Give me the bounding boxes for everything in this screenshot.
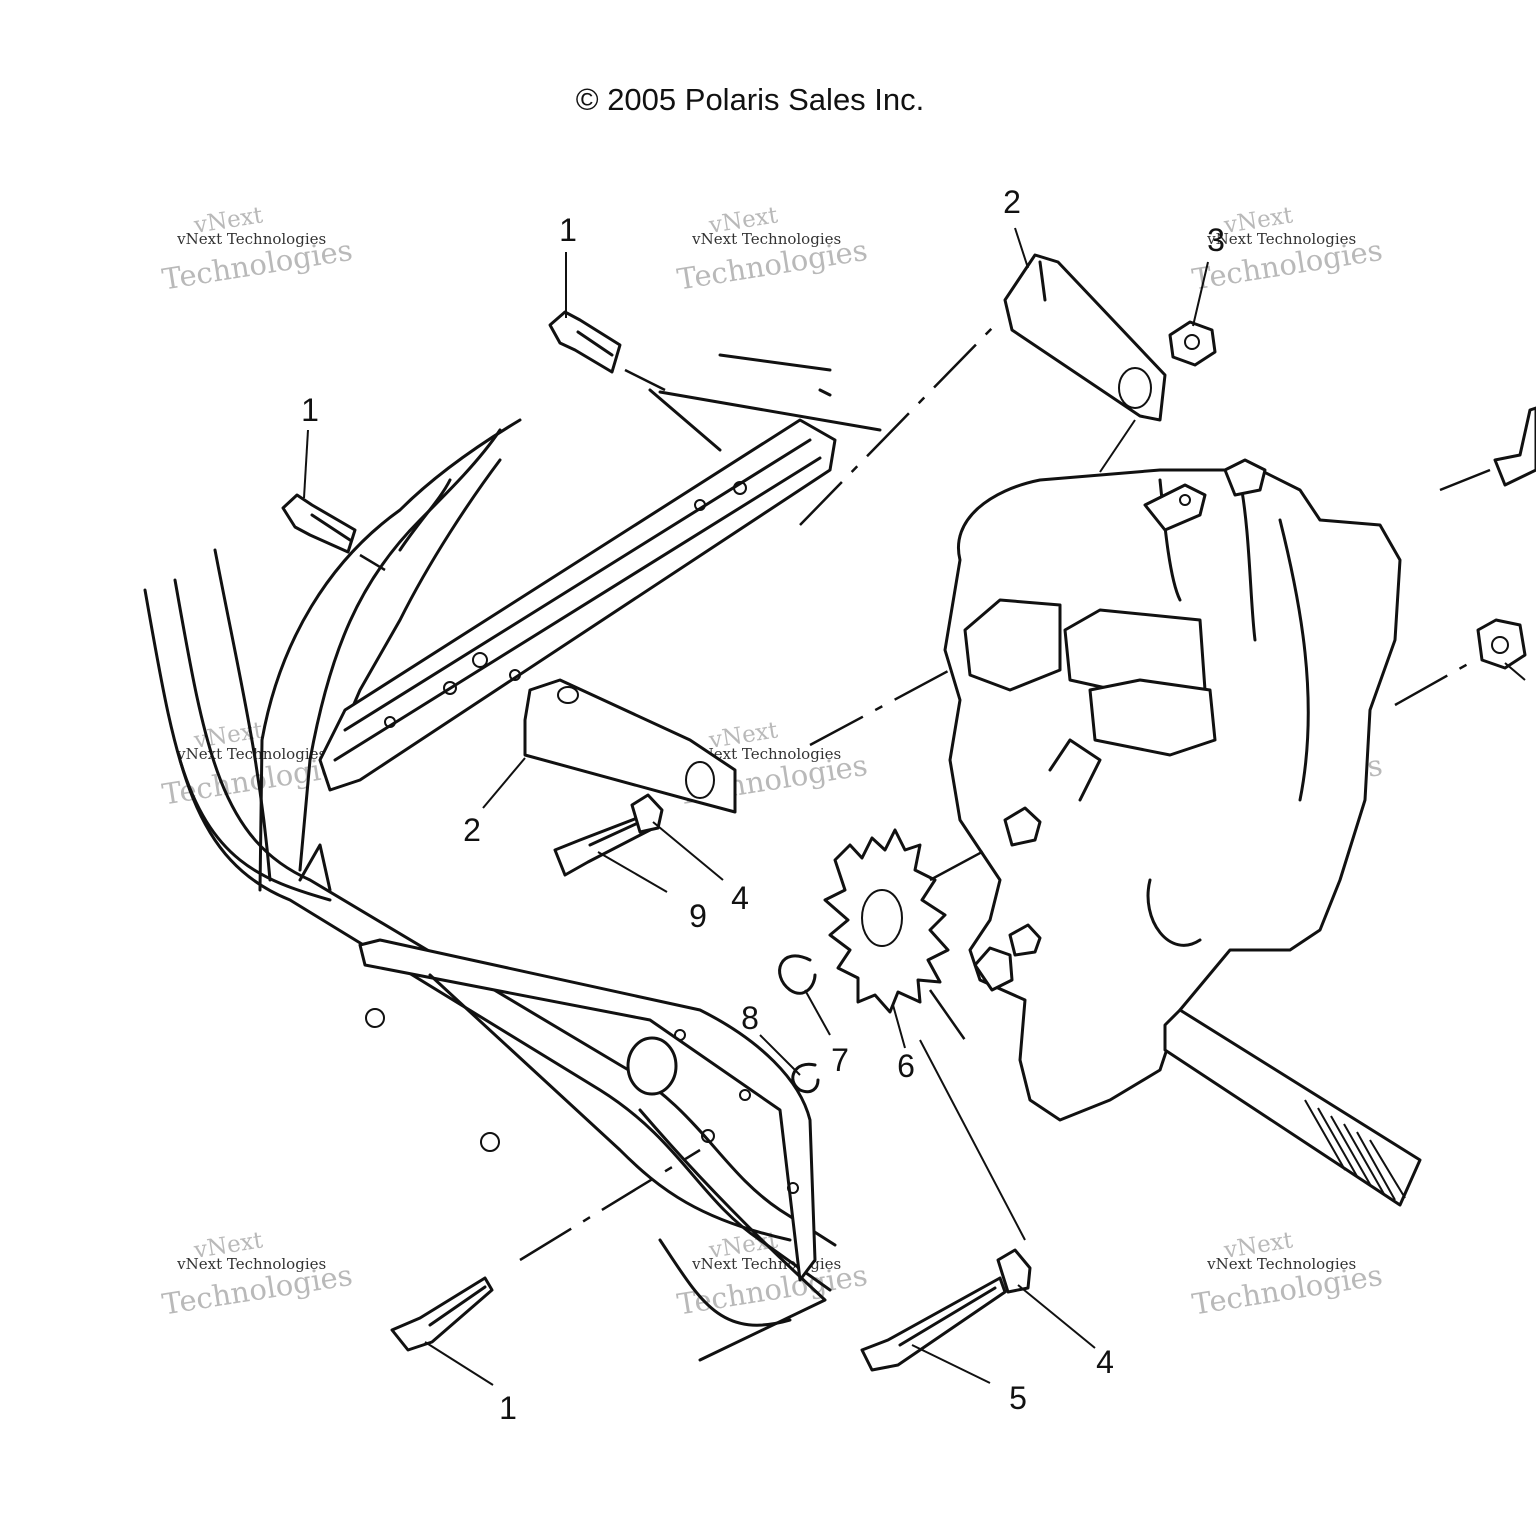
bolt-1-right [1493,406,1536,487]
clip-8 [791,1062,820,1094]
bolt-1-bottom [390,1276,494,1352]
alignment-lines [359,324,1491,1262]
callout-6: 6 [897,1048,915,1084]
copyright-notice: © 2005 Polaris Sales Inc. [575,82,925,117]
frame [143,353,882,1362]
callout-1: 1 [301,392,319,428]
leader-lines [303,227,1526,1386]
bolt-9 [553,813,652,877]
sprocket-6 [823,828,950,1014]
nut-right [1476,618,1527,670]
output-shaft [1163,1008,1422,1207]
callout-5: 5 [1009,1380,1027,1416]
bracket-2-left [523,678,737,814]
circlip-7 [778,954,817,995]
callout-8: 8 [741,1000,759,1036]
bolt-1-top [548,310,622,374]
callout-1: 1 [499,1390,517,1426]
callout-4: 4 [731,880,749,916]
washer-4-bottom [996,1248,1032,1294]
callout-3: 3 [1207,222,1225,258]
callout-9: 9 [689,898,707,934]
bracket-2-top [1003,253,1167,422]
callout-1: 1 [559,212,577,248]
callout-4: 4 [1096,1344,1114,1380]
callout-7: 7 [831,1042,849,1078]
callout-2: 2 [463,812,481,848]
bolt-5 [860,1276,1007,1372]
bolt-1-left [281,493,357,554]
callout-2: 2 [1003,184,1021,220]
nut-3 [1168,320,1217,367]
transmission [943,458,1402,1122]
